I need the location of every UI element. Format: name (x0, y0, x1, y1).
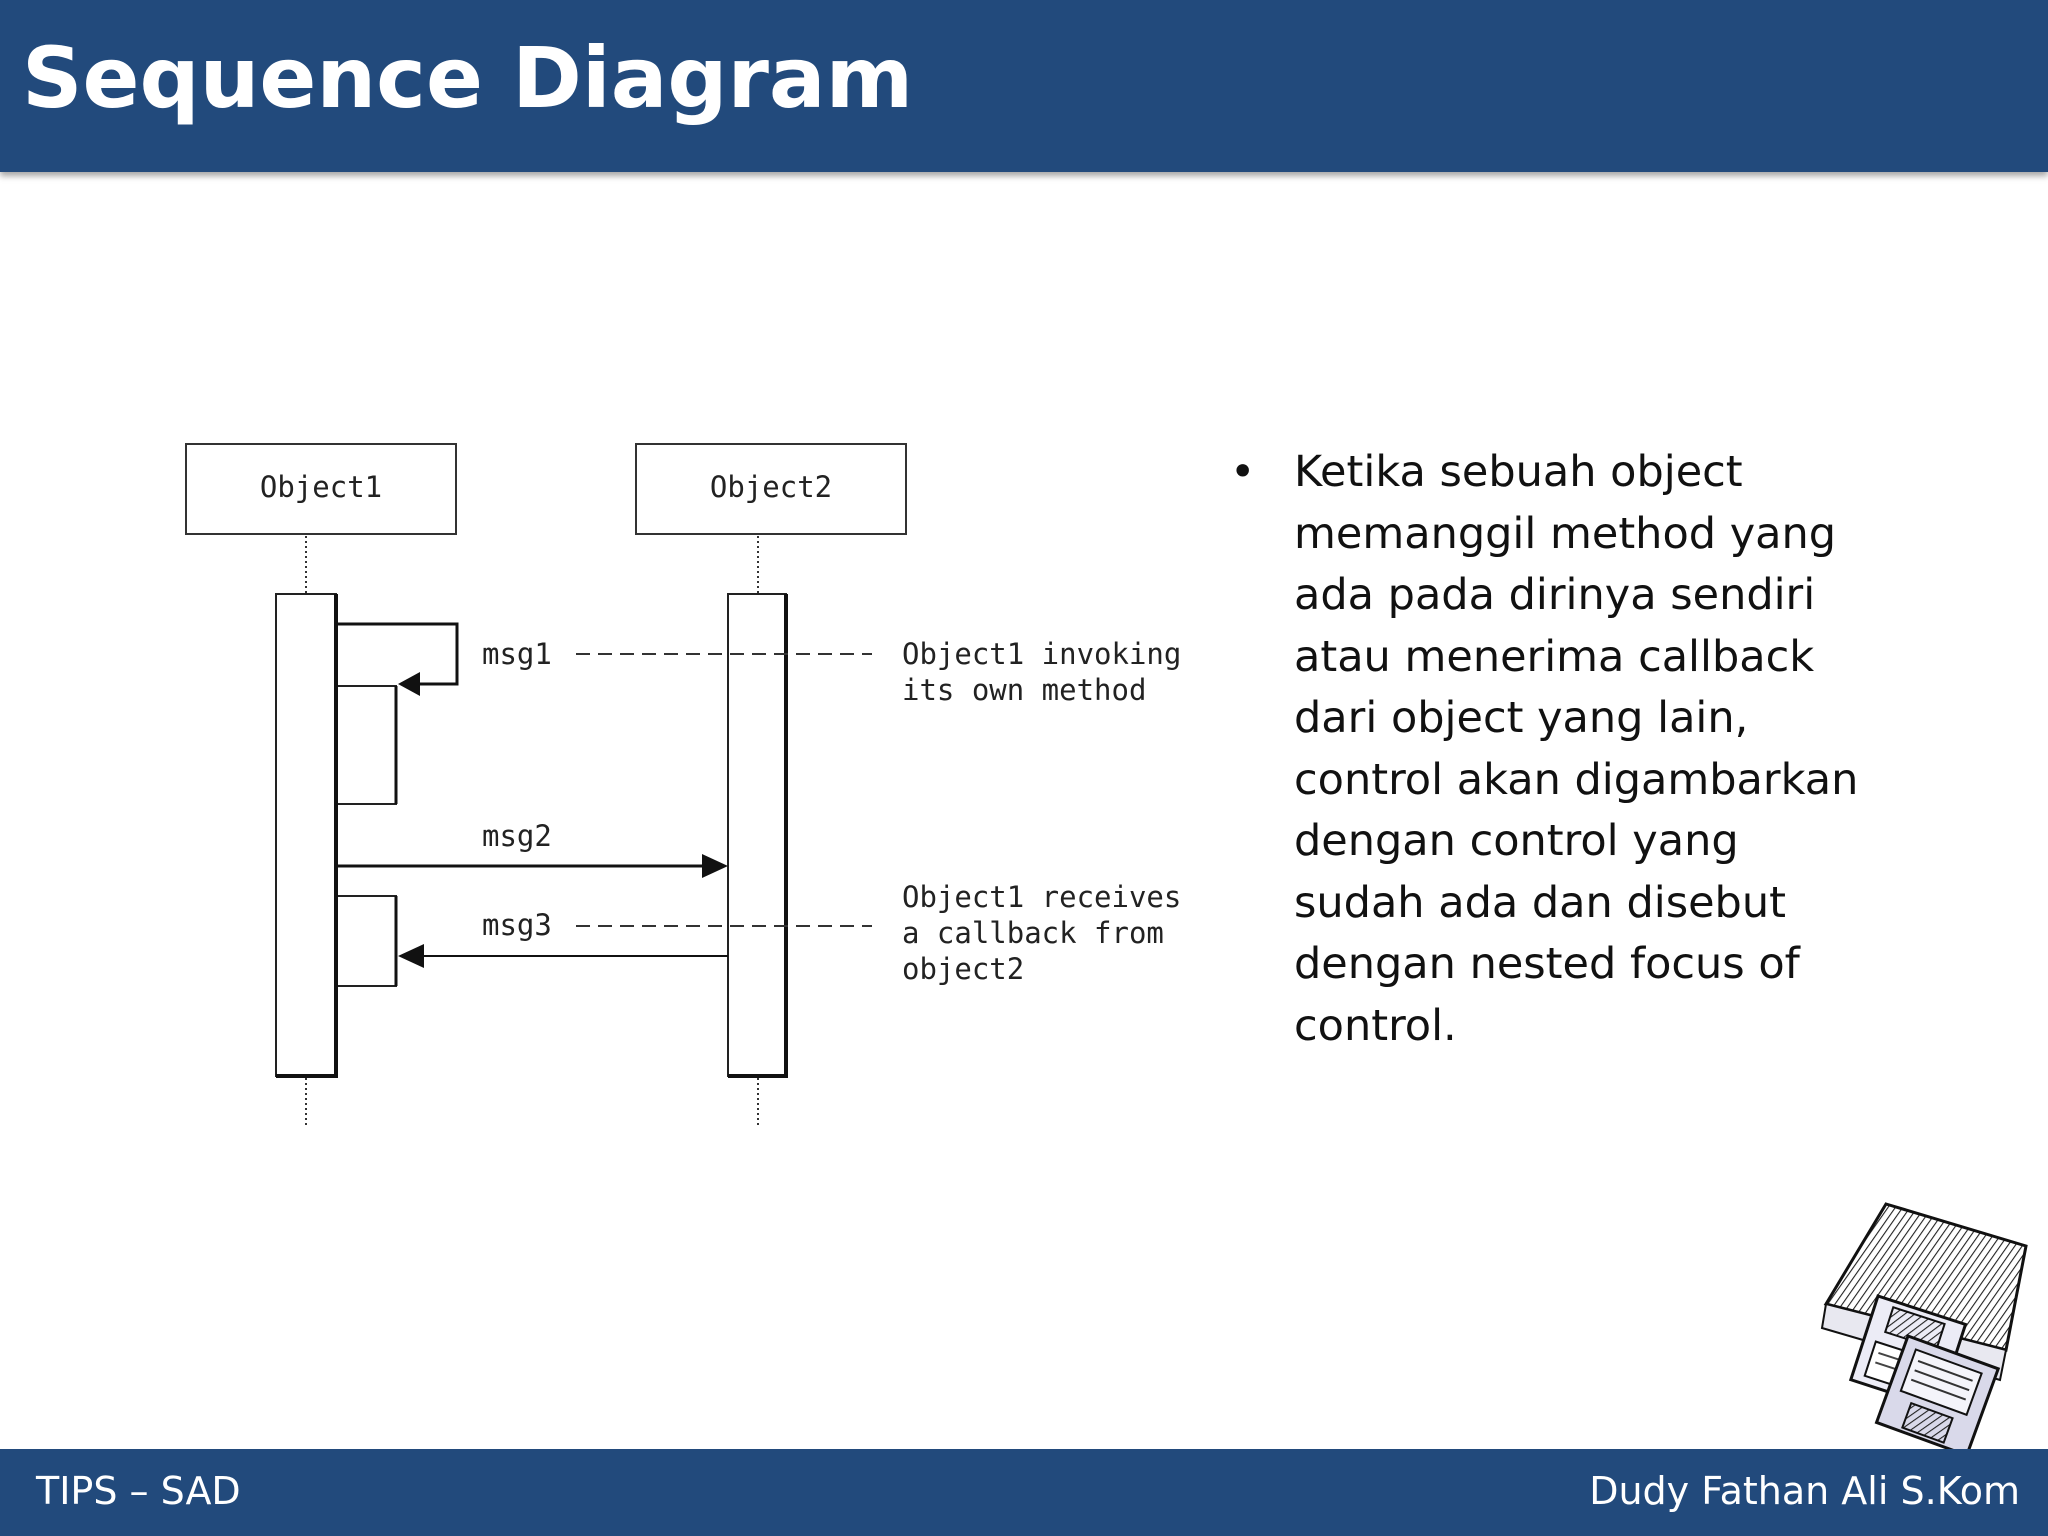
note2-line-1: Object1 receives (902, 880, 1180, 914)
note2-line-2: a callback from (902, 916, 1164, 950)
msg1-arrowhead (398, 672, 420, 696)
nested-activation-1 (338, 685, 397, 805)
sequence-diagram: Object1 Object2 msg1 msg2 msg3 Object1 i… (185, 443, 1180, 1126)
object1-box (185, 443, 457, 535)
slide-title: Sequence Diagram (22, 29, 914, 127)
object2-box (635, 443, 907, 535)
footer-author-label: Dudy Fathan Ali S.Kom (1589, 1469, 2020, 1513)
object1-label: Object1 (260, 470, 382, 504)
footer-bar: TIPS – SAD Dudy Fathan Ali S.Kom (0, 1449, 2048, 1536)
floppy-disks-icon (1820, 1202, 2028, 1452)
msg1-self-arrow (338, 622, 459, 686)
msg2-label: msg2 (482, 819, 552, 853)
header-bar: Sequence Diagram (0, 0, 2048, 172)
bullet-item: • Ketika sebuah object memanggil method … (1220, 442, 1880, 1057)
object1-activation-bar (275, 593, 337, 1077)
object2-label: Object2 (710, 470, 832, 504)
msg3-arrowhead (398, 944, 424, 968)
bullet-glyph: • (1230, 447, 1256, 497)
note1-line-1: Object1 invoking (902, 637, 1180, 671)
bullet-text: Ketika sebuah object memanggil method ya… (1294, 447, 1859, 1051)
msg2-arrowhead (702, 854, 728, 878)
note1-line-2: its own method (902, 673, 1146, 707)
msg3-label: msg3 (482, 908, 552, 942)
msg1-label: msg1 (482, 637, 552, 671)
note2-line-3: object2 (902, 952, 1024, 986)
nested-activation-2 (338, 895, 397, 987)
object2-activation-bar (727, 593, 787, 1077)
bullet-list: • Ketika sebuah object memanggil method … (1220, 442, 1880, 1057)
footer-course-label: TIPS – SAD (36, 1469, 241, 1513)
